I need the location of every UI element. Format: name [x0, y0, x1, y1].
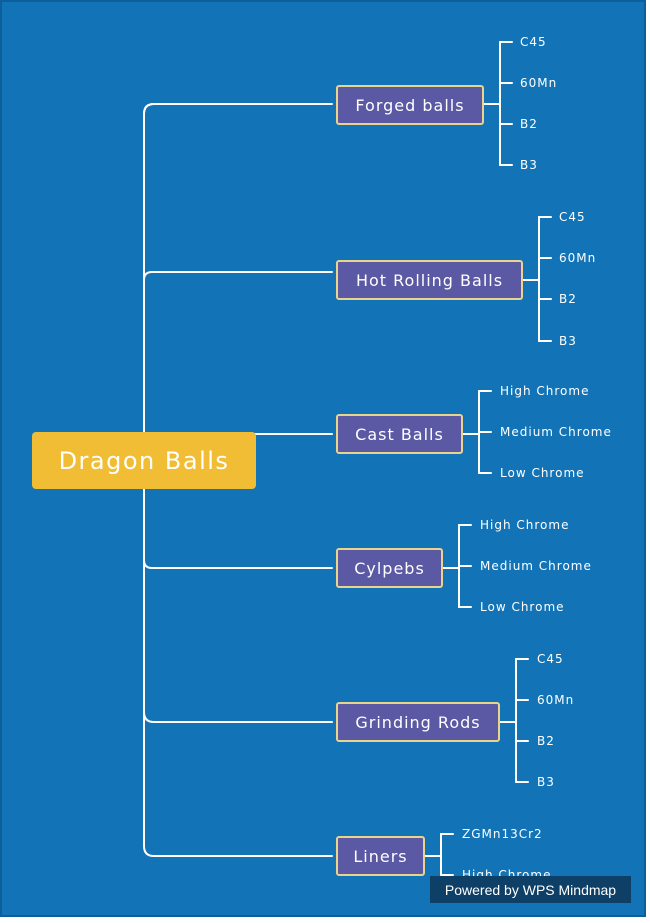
leaf-node[interactable]: High Chrome [480, 518, 570, 532]
leaf-node[interactable]: B3 [559, 334, 577, 348]
leaf-node[interactable]: Medium Chrome [500, 425, 612, 439]
root-node[interactable]: Dragon Balls [32, 432, 256, 489]
leaf-node[interactable]: 60Mn [520, 76, 558, 90]
category-node-grinding-rods[interactable]: Grinding Rods [336, 702, 500, 742]
category-node-forged-balls[interactable]: Forged balls [336, 85, 484, 125]
leaf-node[interactable]: B2 [559, 292, 577, 306]
leaf-node[interactable]: C45 [559, 210, 586, 224]
category-node-hot-rolling-balls[interactable]: Hot Rolling Balls [336, 260, 523, 300]
leaf-node[interactable]: Medium Chrome [480, 559, 592, 573]
leaf-node[interactable]: Low Chrome [500, 466, 585, 480]
leaf-node[interactable]: B2 [537, 734, 555, 748]
leaf-node[interactable]: 60Mn [537, 693, 575, 707]
leaf-node[interactable]: B2 [520, 117, 538, 131]
category-node-liners[interactable]: Liners [336, 836, 425, 876]
leaf-node[interactable]: C45 [537, 652, 564, 666]
leaf-node[interactable]: B3 [520, 158, 538, 172]
category-node-cast-balls[interactable]: Cast Balls [336, 414, 463, 454]
leaf-node[interactable]: ZGMn13Cr2 [462, 827, 543, 841]
category-node-cylpebs[interactable]: Cylpebs [336, 548, 443, 588]
powered-by-badge: Powered by WPS Mindmap [430, 876, 631, 903]
leaf-node[interactable]: High Chrome [500, 384, 590, 398]
leaf-node[interactable]: B3 [537, 775, 555, 789]
leaf-node[interactable]: 60Mn [559, 251, 597, 265]
leaf-node[interactable]: C45 [520, 35, 547, 49]
leaf-node[interactable]: Low Chrome [480, 600, 565, 614]
